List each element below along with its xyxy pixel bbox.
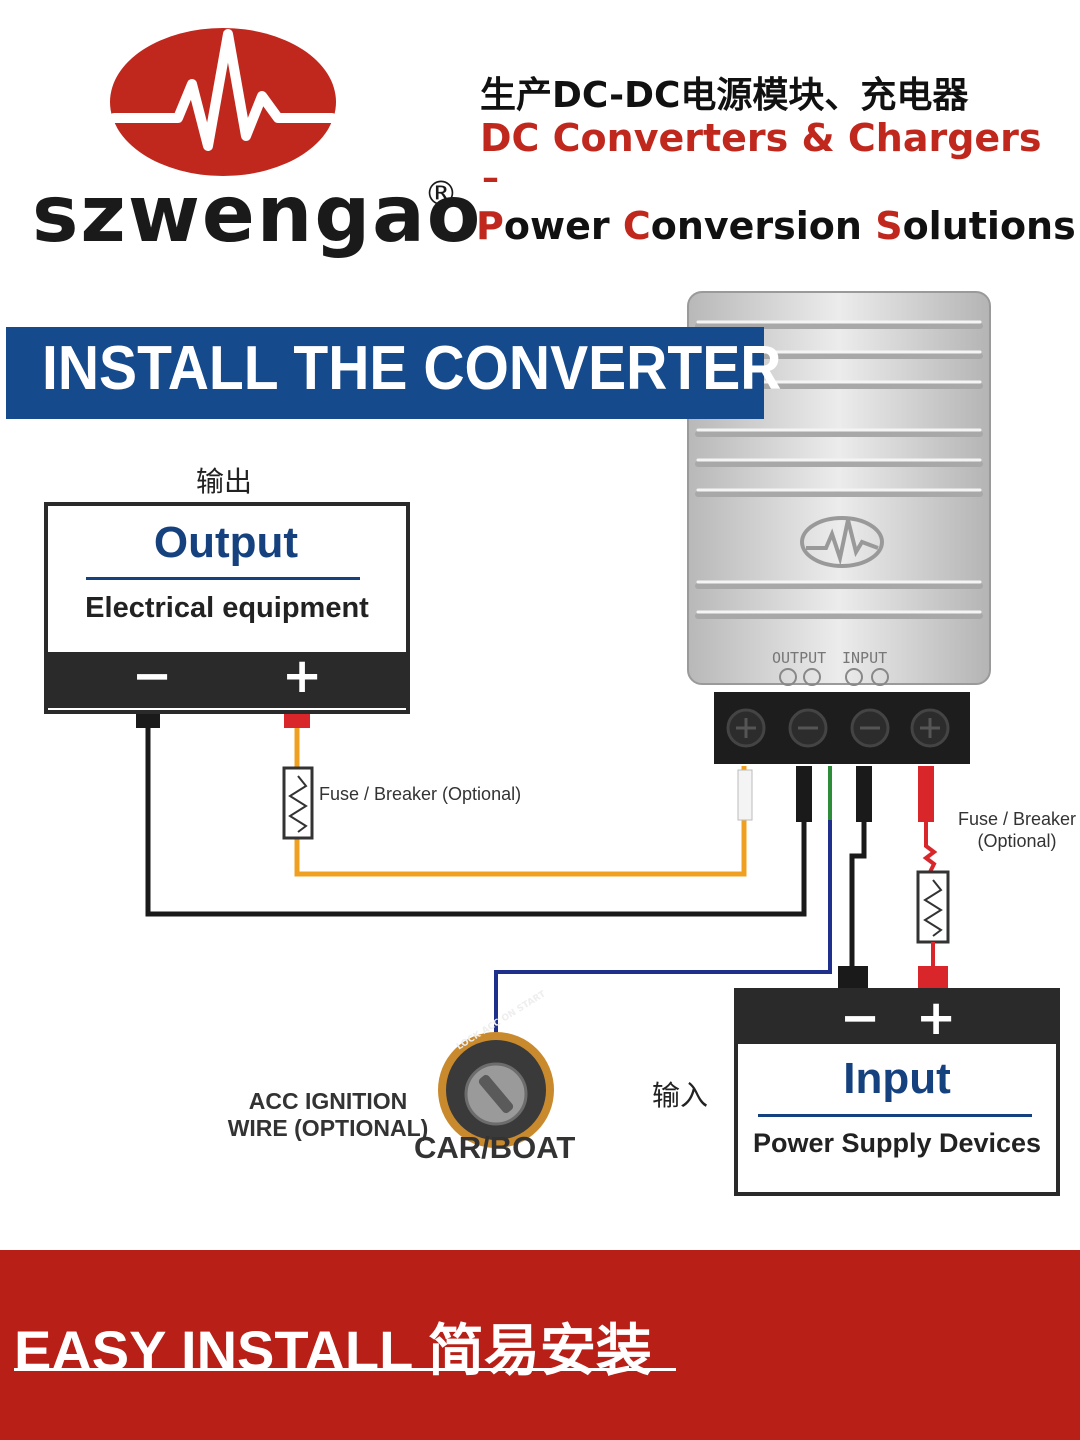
tagline-dash: – [482,158,499,198]
input-terminal-bar [738,992,1056,1044]
car-boat-label: CAR/BOAT [414,1130,576,1165]
input-divider [758,1114,1032,1117]
input-negative-wire [849,822,867,968]
input-minus-sign: − [840,990,881,1046]
tagline-letter-s: S [875,204,903,248]
input-fuse-icon [916,870,950,944]
output-title: Output [153,518,299,567]
section-banner [6,327,764,419]
converter-logo-icon [800,516,884,568]
tagline-chinese: 生产DC-DC电源模块、充电器 [480,75,969,116]
output-fuse-icon [282,766,314,840]
banner-title: INSTALL THE CONVERTER [42,334,782,403]
input-positive-wire [922,822,938,873]
tagline-english: DC Converters & Chargers [480,116,1042,160]
acc-wire [494,766,832,1040]
output-label-chinese: 输出 [196,465,253,498]
input-plus-sign: + [916,990,957,1046]
footer-underline [14,1368,676,1371]
acc-ignition-label: ACC IGNITION WIRE (OPTIONAL) [218,1088,438,1142]
output-subtitle: Electrical equipment [85,592,369,624]
wiring-diagram [136,706,950,1148]
input-negative-connector [838,966,868,990]
tagline-letter-c: C [622,204,651,248]
input-positive-connector [918,966,948,990]
footer-band [0,1250,1080,1440]
registered-mark: ® [424,174,458,214]
output-divider [86,577,360,580]
acc-label-line2: WIRE (OPTIONAL) [227,1115,429,1141]
output-positive-wire [294,766,747,877]
output-fuse-label: Fuse / Breaker (Optional) [319,784,522,804]
output-plus-sign: + [282,648,323,704]
brand-name: szwengao [32,170,483,260]
logo-emblem [109,28,337,176]
tagline-letter-p: P [476,204,504,248]
tagline-solutions: Power Conversion Solutions [476,204,1076,248]
output-terminal-bar [48,652,406,708]
input-fuse-label: Fuse / Breaker (Optional) [952,808,1080,852]
terminal-output-label: OUTPUT [772,649,826,667]
input-fuse-label-line1: Fuse / Breaker [957,809,1077,829]
output-minus-sign: − [132,648,173,704]
tagline-word-ower: ower [503,204,623,248]
tagline-word-onversion: onversion [650,204,876,248]
input-fuse-label-line2: (Optional) [977,831,1057,851]
terminal-input-label: INPUT [842,649,887,667]
input-title: Input [843,1054,951,1103]
ignition-switch-icon [438,1032,554,1148]
tagline-word-olutions: olutions [902,204,1076,248]
input-subtitle: Power Supply Devices [752,1128,1042,1158]
input-label-chinese: 输入 [652,1079,709,1112]
footer-title: EASY INSTALL 简易安装 [14,1319,652,1382]
acc-label-line1: ACC IGNITION [248,1088,408,1114]
output-negative-wire [145,728,807,917]
